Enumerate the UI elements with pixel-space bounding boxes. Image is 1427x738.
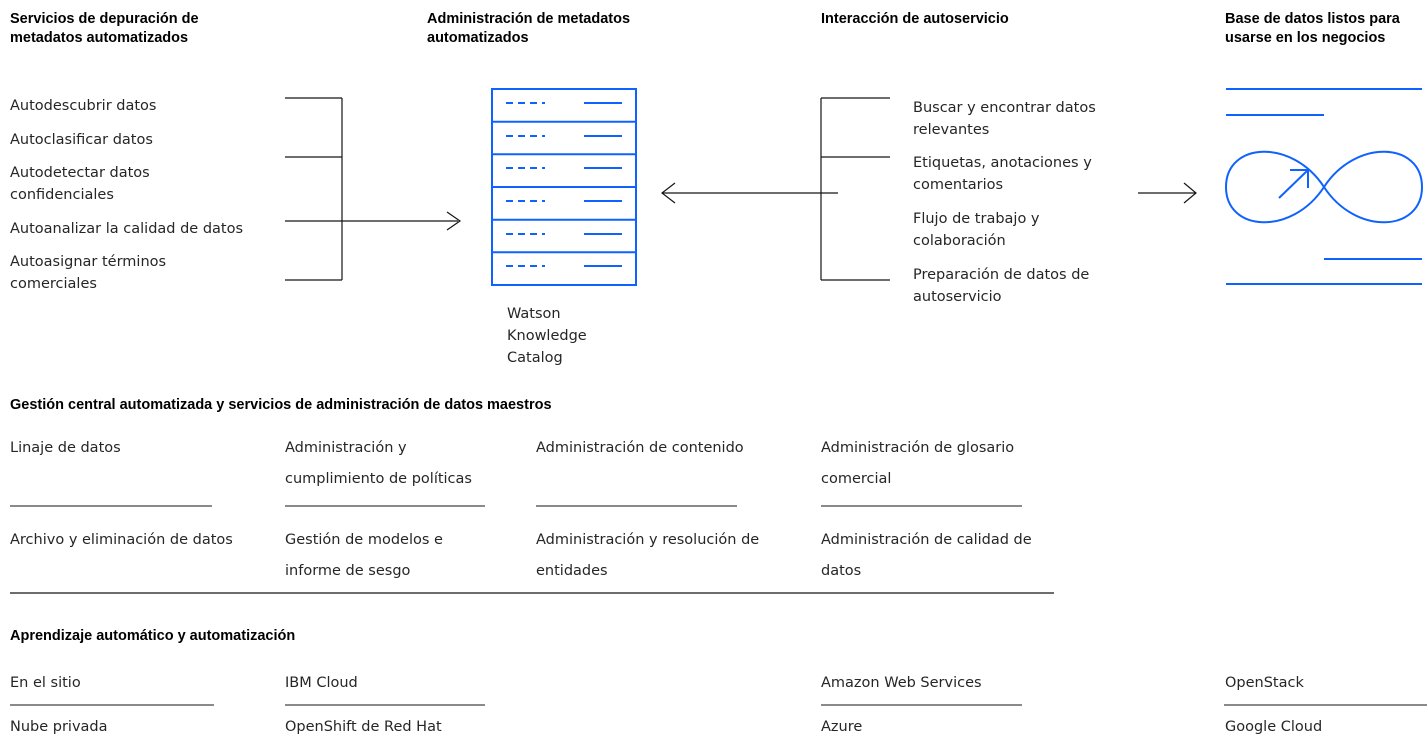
header-administracion: Administración de metadatos automatizado… <box>427 11 631 46</box>
arrow-left-to-catalog <box>661 182 676 204</box>
depuracion-item: Autoanalizar la calidad de datos <box>10 221 244 237</box>
gestion-item: Administración de contenido <box>536 440 744 456</box>
plataforma-item: OpenStack <box>1225 675 1304 691</box>
gestion-item: Administración y resolución de entidades <box>536 532 760 579</box>
gestion-item: Administración de glosario comercial <box>821 440 1015 487</box>
plataforma-item: Azure <box>821 719 863 735</box>
autoservicio-item: Etiquetas, anotaciones y comentarios <box>913 155 1092 193</box>
arrow-right-to-catalog <box>446 211 462 231</box>
catalog-label: Watson Knowledge Catalog <box>507 306 587 366</box>
gestion-item: Gestión de modelos e informe de sesgo <box>285 532 443 579</box>
gestion-item: Administración y cumplimiento de polític… <box>285 440 472 487</box>
gestion-rules <box>10 505 1054 594</box>
gestion-item: Archivo y eliminación de datos <box>10 532 233 548</box>
server-rack-icon <box>491 88 637 286</box>
depuracion-item: Autoclasificar datos <box>10 132 153 148</box>
autoservicio-item: Preparación de datos de autoservicio <box>913 267 1090 305</box>
gestion-item: Linaje de datos <box>10 440 121 456</box>
arrow-right-to-base <box>1183 182 1197 204</box>
autoservicio-bracket <box>820 97 890 281</box>
gestion-title: Gestión central automatizada y servicios… <box>10 397 552 413</box>
depuracion-item: Autodetectar datos confidenciales <box>10 165 150 203</box>
header-interaccion: Interacción de autoservicio <box>821 11 1009 27</box>
depuracion-bracket <box>285 97 458 281</box>
header-base: Base de datos listos para usarse en los … <box>1225 11 1400 46</box>
gestion-item: Administración de calidad de datos <box>821 532 1032 579</box>
depuracion-item: Autodescubrir datos <box>10 98 157 114</box>
plataforma-item: Google Cloud <box>1225 719 1323 735</box>
plataforma-item: En el sitio <box>10 675 81 691</box>
plataforma-item: IBM Cloud <box>285 675 358 691</box>
aprendizaje-title: Aprendizaje automático y automatización <box>10 628 296 644</box>
autoservicio-item: Buscar y encontrar datos relevantes <box>913 100 1096 138</box>
plataforma-item: Amazon Web Services <box>821 675 982 691</box>
autoservicio-item: Flujo de trabajo y colaboración <box>913 211 1040 249</box>
plataforma-item: OpenShift de Red Hat <box>285 719 442 735</box>
depuracion-item: Autoasignar términos comerciales <box>10 254 167 292</box>
plataforma-item: Nube privada <box>10 719 108 735</box>
header-depuracion: Servicios de depuración de metadatos aut… <box>10 11 199 46</box>
infinity-data-icon <box>1224 88 1424 285</box>
